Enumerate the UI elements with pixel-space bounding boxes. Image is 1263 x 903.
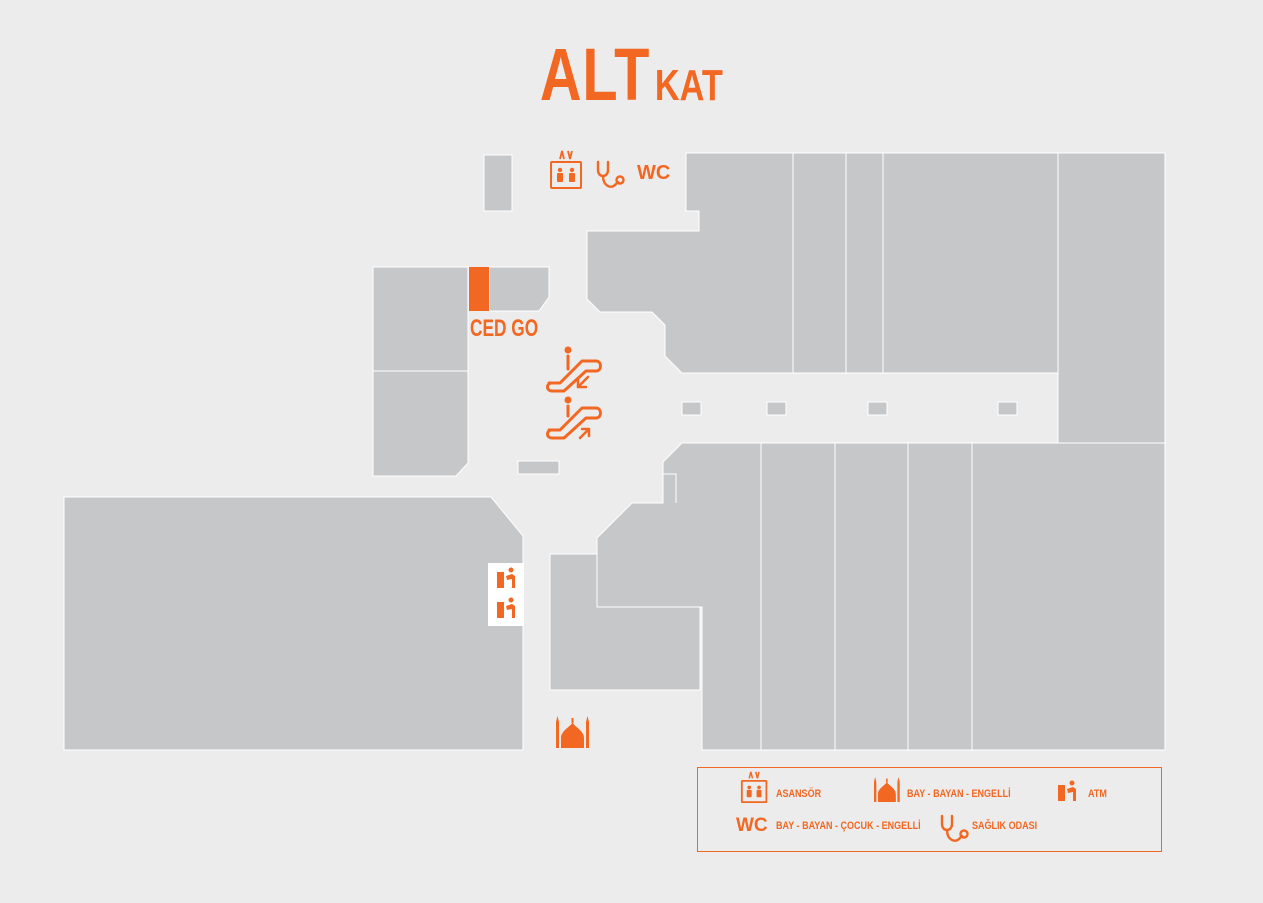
legend-health-label: SAĞLIK ODASI <box>972 820 1038 832</box>
store-label-ced-go[interactable]: CED GO <box>470 315 539 342</box>
legend-elevator-label: ASANSÖR <box>776 788 822 800</box>
legend-wc-icon: WC <box>736 815 768 836</box>
atm-icon <box>497 597 515 618</box>
legend-mosque-label: BAY - BAYAN - ENGELLİ <box>907 788 1011 800</box>
kiosk[interactable] <box>997 401 1018 416</box>
legend-stethoscope-icon <box>940 814 969 842</box>
ced-go-store[interactable] <box>469 267 489 311</box>
store-unit[interactable] <box>971 442 1166 751</box>
unit-divider <box>663 473 677 503</box>
store-unit[interactable] <box>760 442 836 751</box>
legend: ASANSÖR BAY - BAYAN - ENGELLİ ATM WC BAY… <box>697 767 1162 852</box>
store-unit[interactable] <box>596 442 762 751</box>
store-unit[interactable] <box>63 496 524 751</box>
store-unit[interactable] <box>834 442 909 751</box>
atm-niche <box>488 563 524 626</box>
store-unit[interactable] <box>1057 152 1166 444</box>
kiosk[interactable] <box>517 460 560 475</box>
mosque-icon <box>556 716 589 748</box>
store-unit[interactable] <box>488 266 550 312</box>
elevator-icon <box>550 150 582 189</box>
store-unit[interactable] <box>792 152 847 374</box>
store-units <box>63 152 1166 751</box>
stethoscope-icon <box>596 160 625 188</box>
store-unit[interactable] <box>586 152 794 374</box>
legend-atm-icon <box>1058 780 1076 801</box>
escalator-down-icon <box>546 346 602 393</box>
store-unit[interactable] <box>907 442 973 751</box>
legend-atm-label: ATM <box>1088 788 1107 800</box>
legend-mosque-icon <box>874 777 900 802</box>
store-unit[interactable] <box>882 152 1059 374</box>
store-unit[interactable] <box>845 152 884 374</box>
store-unit[interactable] <box>483 154 513 212</box>
kiosk[interactable] <box>867 401 888 416</box>
legend-elevator-icon <box>740 771 768 804</box>
atm-icon <box>497 567 515 588</box>
legend-item-health: SAĞLIK ODASI <box>972 820 1051 832</box>
store-unit[interactable] <box>372 370 469 477</box>
store-unit[interactable] <box>372 266 469 372</box>
kiosk[interactable] <box>766 401 787 416</box>
legend-item-atm: ATM <box>1088 788 1111 800</box>
escalator-up-icon <box>546 396 602 440</box>
floor-title-sub: KAT <box>654 61 723 110</box>
kiosk[interactable] <box>681 401 702 416</box>
wc-label: WC <box>637 162 671 184</box>
floor-title-main: ALT <box>539 33 651 116</box>
legend-item-elevator: ASANSÖR <box>776 788 831 800</box>
store-unit[interactable] <box>549 553 701 691</box>
legend-item-wc: WC BAY - BAYAN - ÇOCUK - ENGELLİ <box>736 815 952 837</box>
legend-item-mosque: BAY - BAYAN - ENGELLİ <box>907 788 1033 800</box>
legend-wc-label: BAY - BAYAN - ÇOCUK - ENGELLİ <box>775 820 921 832</box>
